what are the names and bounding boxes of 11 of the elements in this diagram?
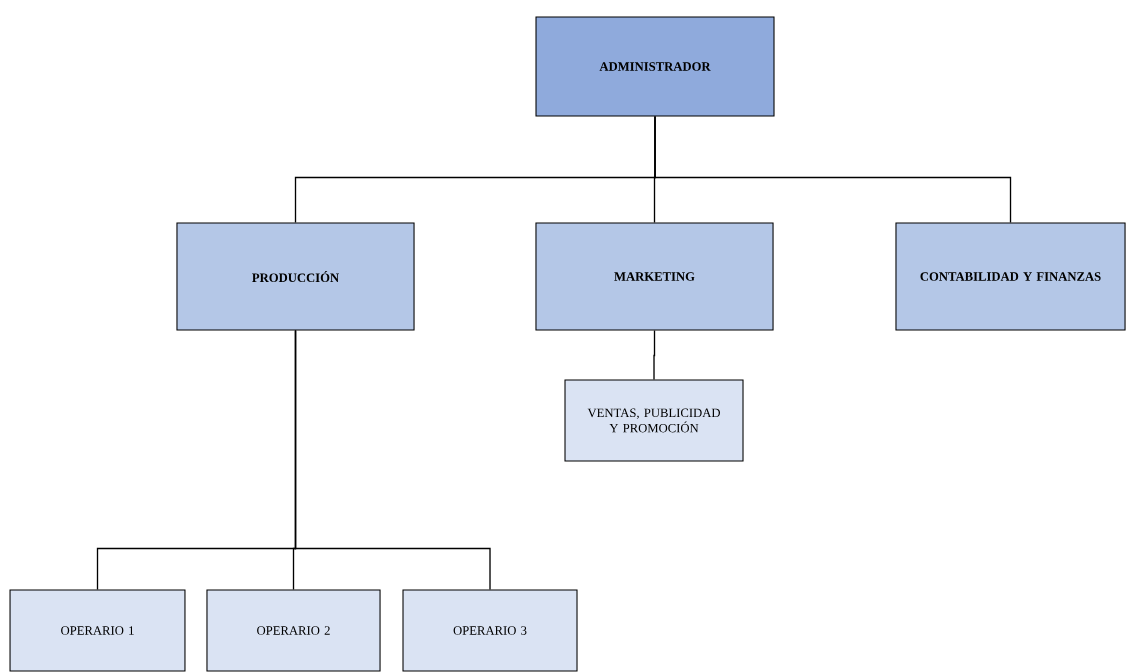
connector-line [294,329,491,591]
unit-box: OPERARIO 3 [402,589,578,672]
unit-box: OPERARIO 1 [9,589,186,672]
department-box: PRODUCCIÓN [176,222,415,331]
connector-line [654,115,1012,224]
connector-line [653,329,656,381]
unit-box: VENTAS, PUBLICIDAD Y PROMOCIÓN [564,379,744,462]
department-box: CONTABILIDAD Y FINANZAS [895,222,1126,331]
department-box: MARKETING [535,222,774,331]
department-box: ADMINISTRADOR [535,16,775,117]
unit-box: OPERARIO 2 [206,589,381,672]
